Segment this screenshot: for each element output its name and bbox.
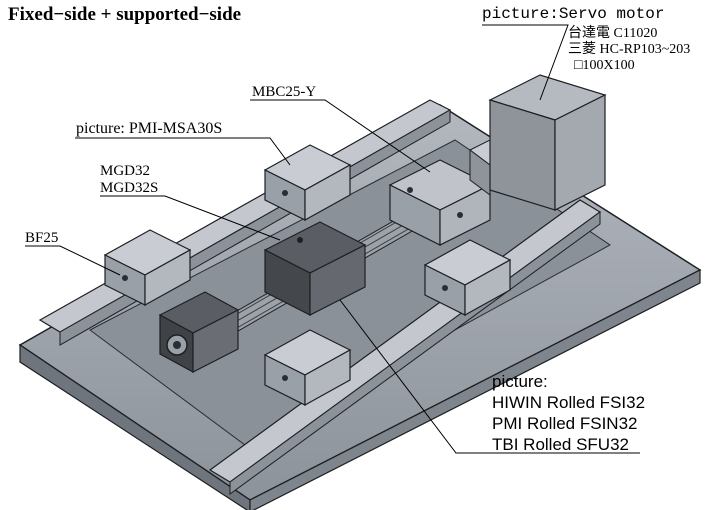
label-ball-screw-pmi: PMI Rolled FSIN32 (492, 414, 638, 433)
label-bf25: BF25 (25, 230, 59, 246)
label-servo-size: □100X100 (574, 58, 635, 73)
label-ball-screw-title: picture: (492, 372, 548, 391)
label-pmi-msa30s: picture: PMI-MSA30S (76, 120, 223, 137)
label-mgd32s: MGD32S (100, 180, 159, 196)
label-servo-option-2: 三菱 HC-RP103~203 (568, 42, 691, 57)
bf25-support-bearing (158, 291, 240, 374)
label-mbc25-y: MBC25-Y (252, 84, 317, 100)
label-servo-option-1: 台達電 C11020 (568, 26, 658, 41)
motor-mount-bracket (388, 159, 492, 246)
servo-motor (488, 74, 607, 211)
rail-block-front-right (423, 239, 512, 317)
label-servo-motor: picture:Servo motor (482, 5, 665, 23)
ball-nut-housing (263, 221, 367, 316)
rail-block-rear-left (103, 229, 192, 307)
rail-block-rear-right (263, 144, 352, 222)
label-mgd32: MGD32 (100, 163, 151, 179)
page-title: Fixed−side + supported−side (8, 4, 242, 25)
rail-block-front-left (263, 329, 352, 407)
label-ball-screw-hiwin: HIWIN Rolled FSI32 (492, 393, 646, 412)
label-ball-screw-tbi: TBI Rolled SFU32 (492, 435, 629, 454)
leader-lines (25, 24, 640, 454)
